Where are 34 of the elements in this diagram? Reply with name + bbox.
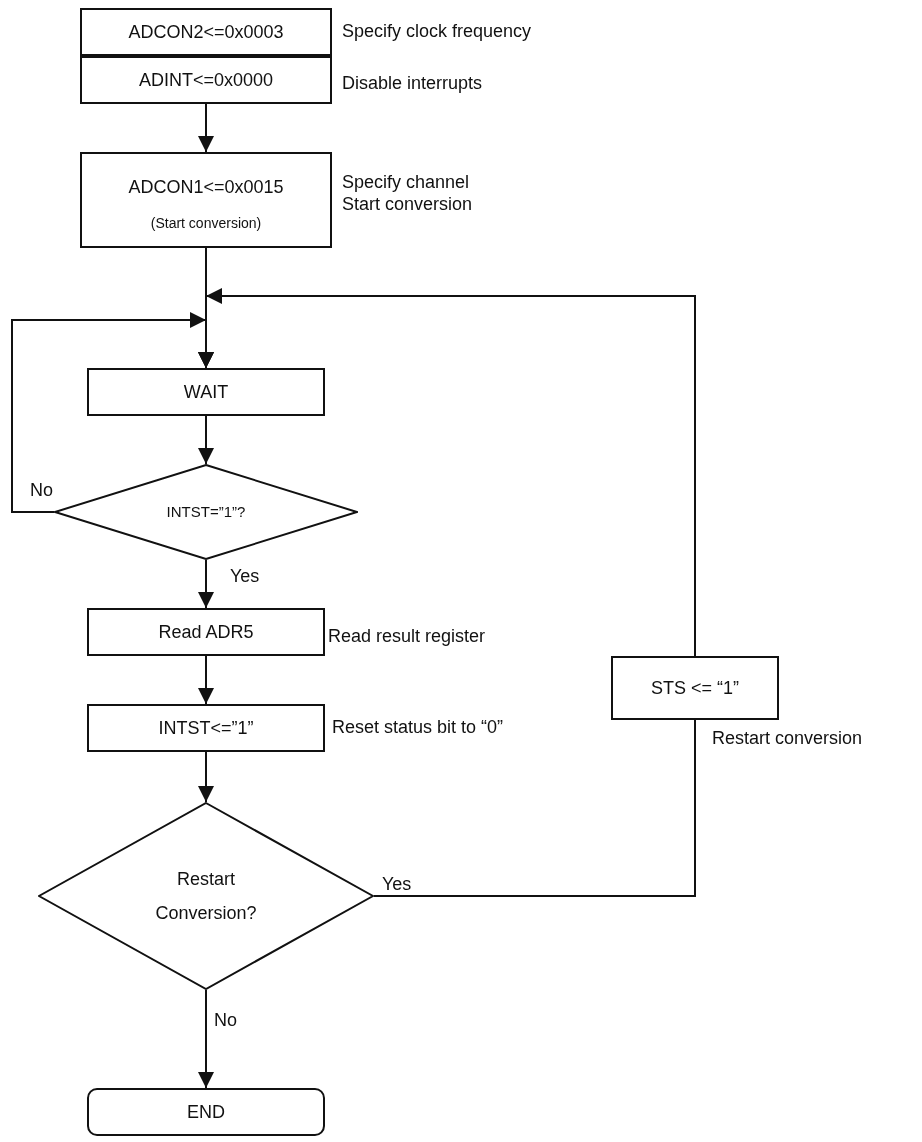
node-text: Read ADR5 — [158, 620, 254, 644]
node-text: WAIT — [183, 380, 229, 404]
arrow — [198, 103, 214, 153]
process-box — [87, 704, 325, 752]
node-text: ADCON2<=0x0003 — [128, 20, 284, 44]
annotation-text: Reset status bit to “0” — [332, 717, 505, 739]
arrow — [198, 559, 214, 609]
process-box — [80, 56, 332, 104]
annotation-text: Disable interrupts — [342, 73, 484, 95]
terminal-box — [87, 1088, 325, 1136]
arrow — [198, 415, 214, 465]
arrow — [198, 989, 214, 1089]
decision-diamond — [54, 464, 358, 560]
annotation-text: Read result register — [328, 626, 487, 648]
process-box — [611, 656, 779, 720]
annotation-text: Restart conversion — [712, 728, 864, 750]
node-text: STS <= “1” — [651, 676, 739, 700]
process-box — [80, 152, 332, 248]
process-box — [87, 608, 325, 656]
node-text: ADCON1<=0x0015 — [128, 175, 284, 199]
node-text: INTST=”1”? — [166, 501, 246, 522]
node-text: INTST<=”1” — [158, 716, 254, 740]
arrow — [198, 288, 696, 657]
annotation-text: Specify clock frequency — [342, 21, 533, 43]
annotation-text: Specify channel Start conversion — [342, 172, 474, 216]
arrow — [198, 751, 214, 803]
arrow — [198, 655, 214, 705]
process-box — [87, 368, 325, 416]
node-text: Restart Conversion? — [154, 867, 258, 925]
node-text: END — [187, 1100, 225, 1124]
node-subtext: (Start conversion) — [150, 216, 262, 231]
node-text: ADINT<=0x0000 — [138, 68, 274, 92]
decision-diamond — [38, 802, 374, 990]
process-box — [80, 8, 332, 56]
